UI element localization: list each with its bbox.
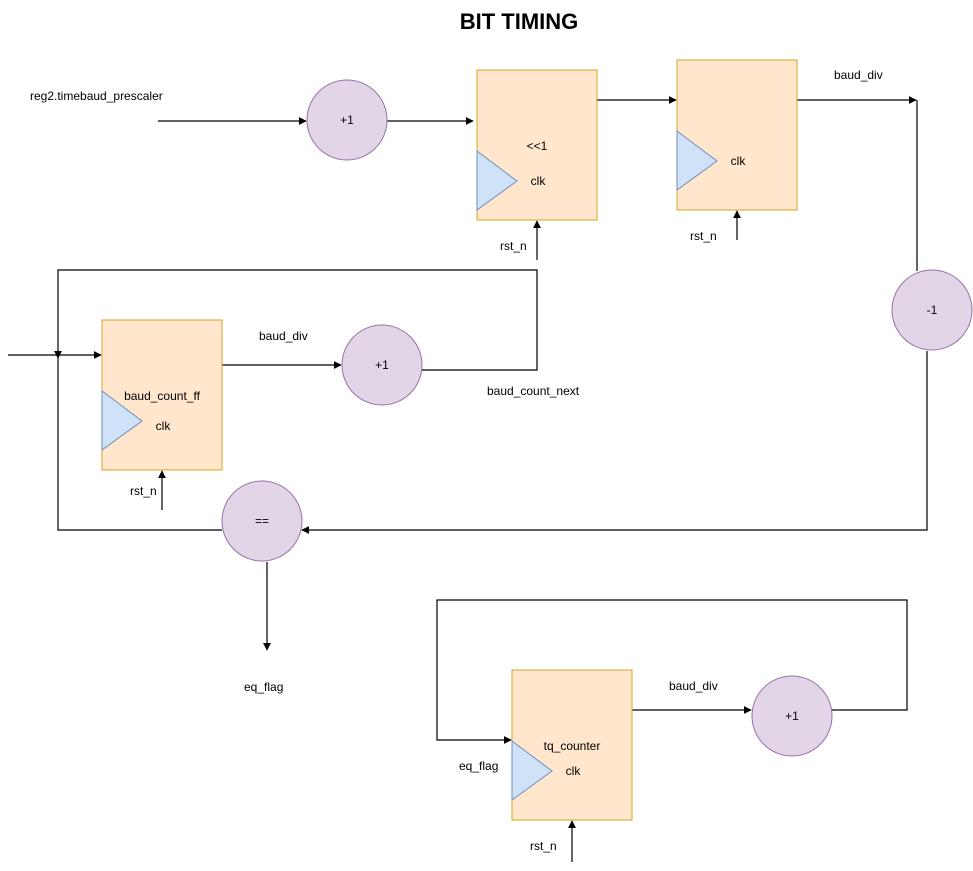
shift-rst-label: rst_n: [500, 239, 527, 253]
shift-register: <<1 clk: [476, 69, 598, 221]
clock-triangle-icon: [676, 130, 718, 191]
wire-baud-count-feedback: [54, 269, 538, 371]
div-rst-label: rst_n: [690, 229, 717, 243]
div-register: clk: [676, 59, 798, 211]
baud-div-bottom-label: baud_div: [669, 679, 718, 693]
clock-triangle-icon: [511, 740, 553, 801]
tq-counter-register: tq_counter clk: [511, 669, 633, 821]
baud-count-register: baud_count_ff clk: [101, 319, 223, 471]
shift-clk-label: clk: [531, 174, 547, 188]
clock-triangle-icon: [101, 390, 143, 451]
eq-flag-output-label: eq_flag: [244, 680, 283, 694]
wire-compare-left: [57, 355, 222, 531]
baud-count-next-label: baud_count_next: [487, 384, 580, 398]
inc-tq-node: +1: [751, 675, 833, 757]
clock-triangle-icon: [476, 150, 518, 211]
dec-label: -1: [927, 303, 938, 317]
eq-flag-input-label: eq_flag: [459, 759, 498, 773]
shift-op-label: <<1: [527, 139, 548, 153]
dec-node: -1: [891, 269, 973, 351]
baud-count-rst-label: rst_n: [130, 484, 157, 498]
compare-label: ==: [255, 514, 269, 528]
baud-div-mid-label: baud_div: [259, 329, 308, 343]
tq-counter-name: tq_counter: [544, 739, 601, 753]
compare-node: ==: [221, 480, 303, 562]
baud-count-name: baud_count_ff: [124, 389, 201, 403]
div-clk-label: clk: [731, 154, 747, 168]
tq-clk-label: clk: [566, 764, 582, 778]
inc-tq-label: +1: [785, 709, 799, 723]
inc-baud-label: +1: [375, 358, 389, 372]
inc-baud-node: +1: [341, 324, 423, 406]
inc-prescaler-label: +1: [340, 113, 354, 127]
baud-div-top-label: baud_div: [834, 68, 883, 82]
prescaler-input-label: reg2.timebaud_prescaler: [30, 89, 163, 103]
tq-rst-label: rst_n: [530, 839, 557, 853]
diagram-title: BIT TIMING: [460, 9, 579, 34]
inc-prescaler-node: +1: [306, 79, 388, 161]
baud-count-clk-label: clk: [156, 419, 172, 433]
wire-tq-feedback: [436, 599, 908, 744]
wire-dec-to-compare: [301, 351, 928, 534]
